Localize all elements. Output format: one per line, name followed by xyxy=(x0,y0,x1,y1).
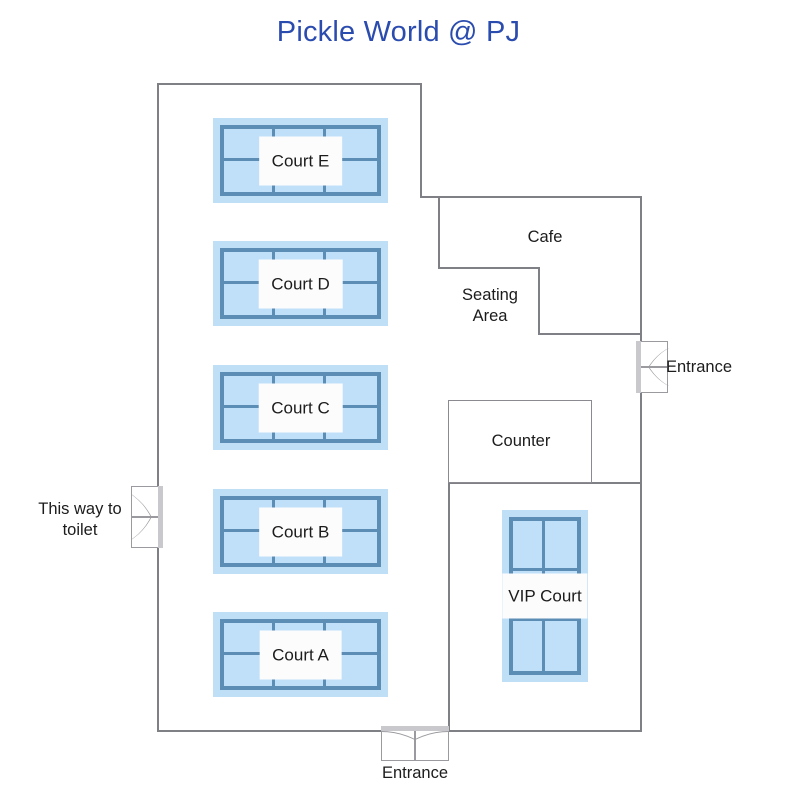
wall-bottom-right xyxy=(449,730,642,732)
wall-partition-vertical xyxy=(448,400,450,731)
door-label-toilet-exit: This way to toilet xyxy=(38,500,122,540)
wall-seating-bottom xyxy=(538,333,641,335)
door-bottom-entrance[interactable]: Entrance xyxy=(381,726,449,786)
wall-step-vertical xyxy=(420,83,422,197)
court-cell xyxy=(513,621,545,671)
court-a-label: Court A xyxy=(259,630,342,679)
court-cell xyxy=(545,521,577,571)
court-a[interactable]: Court A xyxy=(213,612,388,697)
door-jamb xyxy=(636,341,641,393)
room-label-seating-area: Seating Area xyxy=(462,286,518,326)
wall-right-upper xyxy=(640,196,642,341)
wall-top-left xyxy=(157,83,421,85)
court-cell xyxy=(513,521,545,571)
wall-top-right xyxy=(420,196,641,198)
court-c-label: Court C xyxy=(258,383,343,432)
court-d[interactable]: Court D xyxy=(213,241,388,326)
door-label-right-entrance: Entrance xyxy=(666,358,733,376)
vip-court-label: VIP Court xyxy=(502,573,588,619)
wall-right-lower xyxy=(640,393,642,731)
court-b-label: Court B xyxy=(258,507,343,556)
wall-seating-right xyxy=(538,267,540,334)
vip-court[interactable]: VIP Court xyxy=(502,510,588,682)
court-c[interactable]: Court C xyxy=(213,365,388,450)
wall-bottom-left xyxy=(157,730,381,732)
wall-left-lower xyxy=(157,548,159,732)
court-d-label: Court D xyxy=(258,259,343,308)
room-counter: Counter xyxy=(448,400,592,483)
wall-cafe-bottom-left xyxy=(438,267,539,269)
court-b[interactable]: Court B xyxy=(213,489,388,574)
room-label-counter: Counter xyxy=(491,432,551,450)
court-cell xyxy=(545,621,577,671)
wall-cafe-left xyxy=(438,197,440,268)
room-label-cafe: Cafe xyxy=(527,228,563,246)
court-e[interactable]: Court E xyxy=(213,118,388,203)
page-title: Pickle World @ PJ xyxy=(276,16,521,48)
wall-left-upper xyxy=(157,83,159,486)
court-e-label: Court E xyxy=(258,136,343,185)
door-right-entrance[interactable]: Entrance xyxy=(636,341,732,393)
door-label-bottom-entrance: Entrance xyxy=(381,764,449,782)
door-jamb xyxy=(381,726,449,731)
door-jamb xyxy=(158,486,163,548)
door-toilet-exit[interactable]: This way to toilet xyxy=(38,486,163,548)
